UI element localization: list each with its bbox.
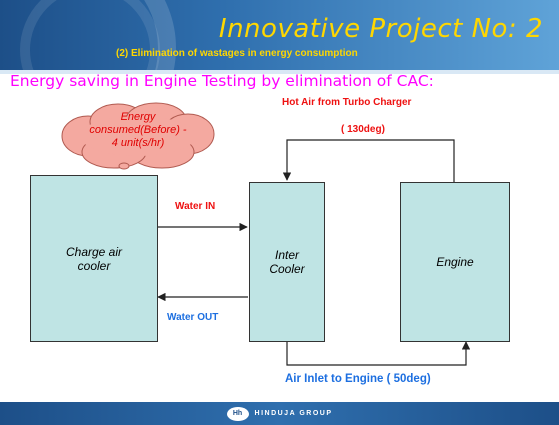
engine-label: Engine [436,255,474,269]
slide-header: Innovative Project No: 2 (2) Elimination… [0,0,559,72]
energy-callout-cloud: Energy consumed(Before) - 4 unit(s/hr) [58,102,218,170]
energy-callout-text: Energy consumed(Before) - 4 unit(s/hr) [76,111,200,150]
slide-footer: Hh HINDUJA GROUP [0,402,559,425]
cloud-shape [61,102,215,170]
callout-line-1: Energy [120,111,156,123]
charge-air-cooler-label-1: Charge air [65,244,123,259]
hot-air-line [282,139,455,182]
inter-cooler-label-2: Cooler [269,262,305,276]
header-underline [0,70,559,74]
footer-company-name: HINDUJA GROUP [254,410,333,417]
hot-air-temp-label: ( 130deg) [341,124,385,135]
header-swirl-decoration [0,0,176,72]
water-out-label: Water OUT [167,312,219,323]
inter-cooler-block: Inter Cooler [249,182,325,342]
charge-air-cooler-block: Charge air cooler [30,175,158,342]
hinduja-logo-icon: Hh [226,406,249,421]
callout-line-3: 4 unit(s/hr) [111,137,165,149]
header-swirl-decoration-inner [20,0,160,72]
air-inlet-label: Air Inlet to Engine ( 50deg) [285,373,431,385]
hot-air-label: Hot Air from Turbo Charger [282,97,412,108]
callout-line-2: consumed(Before) - [89,124,187,136]
charge-air-cooler-label-2: cooler [77,258,111,273]
slide-subtitle: (2) Elimination of wastages in energy co… [116,48,358,59]
water-in-label: Water IN [175,201,216,212]
slide-title: Innovative Project No: 2 [218,14,543,44]
air-inlet-line [286,340,471,366]
inter-cooler-label-1: Inter [274,248,299,262]
engine-block: Engine [400,182,510,342]
slide-headline: Energy saving in Engine Testing by elimi… [10,72,434,90]
